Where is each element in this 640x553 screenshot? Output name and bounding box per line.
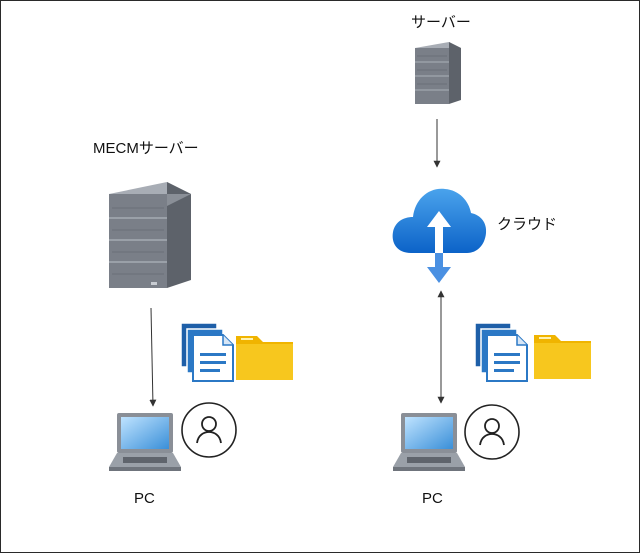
cloud-upload-download-icon: [392, 188, 487, 283]
server-rack-icon: [415, 42, 461, 104]
folder-icon: [236, 336, 293, 380]
user-circle-icon-right: [464, 404, 520, 460]
user-circle-icon: [181, 402, 237, 458]
mecm-server-label: MECMサーバー: [93, 140, 199, 157]
laptop-icon-right: [393, 413, 465, 471]
server-label: サーバー: [411, 14, 471, 31]
pc-label-right: PC: [422, 490, 443, 507]
documents-stack-icon-right: [474, 322, 528, 382]
mecm-server-icon: [109, 182, 191, 288]
documents-stack-icon: [180, 322, 234, 382]
laptop-icon: [109, 413, 181, 471]
folder-icon-right: [534, 335, 591, 379]
cloud-label: クラウド: [497, 216, 558, 233]
arrow-mecm-to-pc: [149, 307, 157, 407]
pc-label-left: PC: [134, 490, 155, 507]
